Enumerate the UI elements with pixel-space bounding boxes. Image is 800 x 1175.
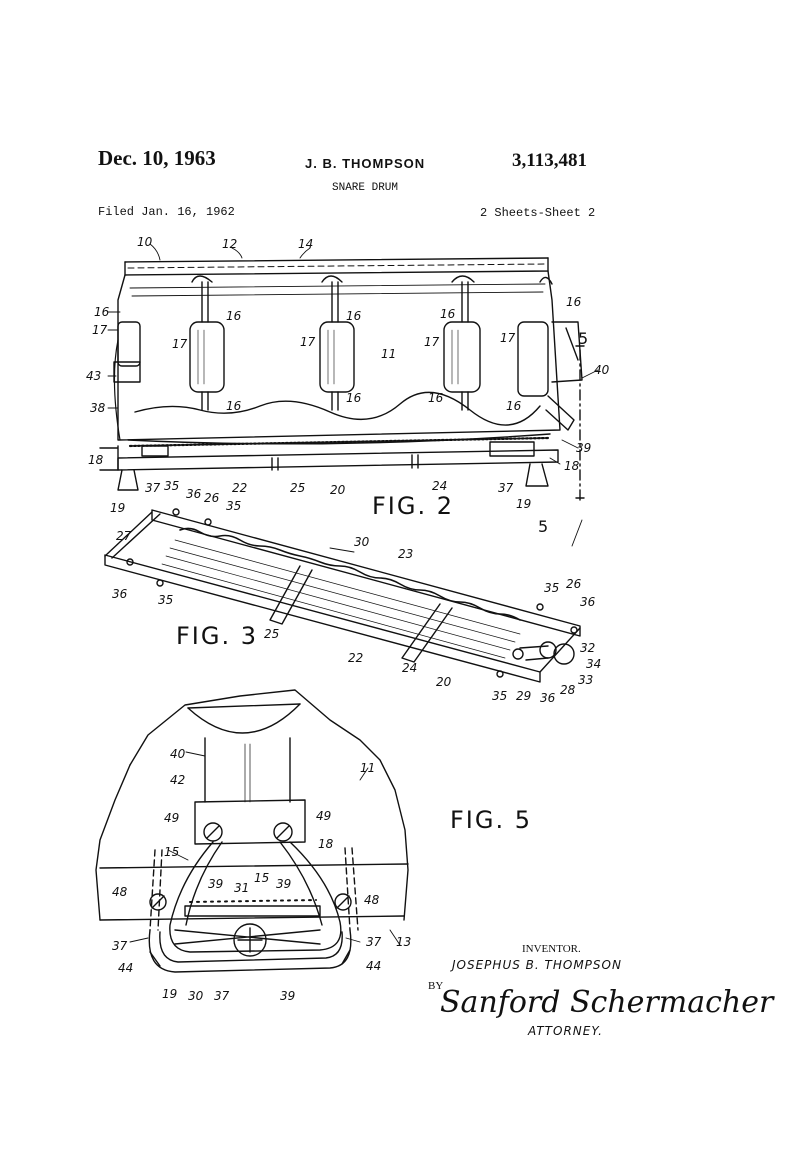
svg-text:37: 37 <box>214 989 230 1003</box>
svg-text:37: 37 <box>366 935 382 949</box>
svg-text:16: 16 <box>346 391 362 405</box>
svg-text:26: 26 <box>566 577 582 591</box>
svg-text:19: 19 <box>516 497 531 511</box>
svg-text:39: 39 <box>576 441 591 455</box>
svg-text:36: 36 <box>540 691 556 705</box>
svg-text:36: 36 <box>112 587 128 601</box>
svg-text:10: 10 <box>137 235 153 249</box>
svg-text:43: 43 <box>86 369 101 383</box>
svg-text:44: 44 <box>118 961 133 975</box>
svg-text:17: 17 <box>300 335 316 349</box>
svg-text:22: 22 <box>232 481 247 495</box>
svg-text:31: 31 <box>234 881 249 895</box>
svg-text:11: 11 <box>360 761 375 775</box>
svg-text:24: 24 <box>432 479 447 493</box>
svg-text:25: 25 <box>264 627 279 641</box>
svg-text:42: 42 <box>170 773 185 787</box>
svg-text:20: 20 <box>330 483 346 497</box>
svg-text:36: 36 <box>580 595 596 609</box>
svg-text:33: 33 <box>578 673 593 687</box>
svg-text:18: 18 <box>564 459 580 473</box>
svg-text:26: 26 <box>204 491 220 505</box>
svg-text:35: 35 <box>492 689 507 703</box>
svg-text:16: 16 <box>226 309 242 323</box>
svg-text:39: 39 <box>280 989 295 1003</box>
svg-text:12: 12 <box>222 237 237 251</box>
svg-text:23: 23 <box>398 547 413 561</box>
svg-text:16: 16 <box>226 399 242 413</box>
svg-text:48: 48 <box>112 885 128 899</box>
svg-text:5: 5 <box>578 329 588 348</box>
svg-text:14: 14 <box>298 237 313 251</box>
svg-text:17: 17 <box>424 335 440 349</box>
svg-text:18: 18 <box>88 453 104 467</box>
svg-text:37: 37 <box>145 481 161 495</box>
svg-text:39: 39 <box>208 877 223 891</box>
svg-text:17: 17 <box>500 331 516 345</box>
fig2-drawing <box>100 258 584 500</box>
svg-text:39: 39 <box>276 877 291 891</box>
svg-text:37: 37 <box>112 939 128 953</box>
fig5-label: FIG. 5 <box>450 806 532 834</box>
svg-text:49: 49 <box>164 811 179 825</box>
svg-text:22: 22 <box>348 651 363 665</box>
svg-text:24: 24 <box>402 661 417 675</box>
svg-text:44: 44 <box>366 959 381 973</box>
inventor-label: INVENTOR. <box>522 943 581 955</box>
svg-text:16: 16 <box>428 391 444 405</box>
svg-text:36: 36 <box>186 487 202 501</box>
svg-text:40: 40 <box>170 747 186 761</box>
svg-text:34: 34 <box>586 657 601 671</box>
svg-text:16: 16 <box>506 399 522 413</box>
fig3-drawing <box>105 509 580 682</box>
svg-text:16: 16 <box>440 307 456 321</box>
svg-text:11: 11 <box>381 347 396 361</box>
svg-text:25: 25 <box>290 481 305 495</box>
svg-text:40: 40 <box>594 363 610 377</box>
svg-text:5: 5 <box>538 517 548 536</box>
svg-text:29: 29 <box>516 689 531 703</box>
svg-text:38: 38 <box>90 401 106 415</box>
fig3-label: FIG. 3 <box>176 622 258 650</box>
svg-text:48: 48 <box>364 893 380 907</box>
svg-text:13: 13 <box>396 935 411 949</box>
svg-text:17: 17 <box>172 337 188 351</box>
fig5-drawing <box>96 690 408 972</box>
svg-text:16: 16 <box>94 305 110 319</box>
svg-text:32: 32 <box>580 641 595 655</box>
svg-text:35: 35 <box>164 479 179 493</box>
svg-text:35: 35 <box>158 593 173 607</box>
svg-text:20: 20 <box>436 675 452 689</box>
svg-text:49: 49 <box>316 809 331 823</box>
attorney-signature: Sanford Schermacher <box>440 985 773 1020</box>
svg-text:15: 15 <box>164 845 179 859</box>
svg-text:17: 17 <box>92 323 108 337</box>
svg-text:37: 37 <box>498 481 514 495</box>
svg-text:35: 35 <box>544 581 559 595</box>
svg-text:30: 30 <box>354 535 370 549</box>
svg-text:35: 35 <box>226 499 241 513</box>
svg-text:16: 16 <box>566 295 582 309</box>
svg-text:19: 19 <box>110 501 125 515</box>
fig2-label: FIG. 2 <box>372 492 454 520</box>
svg-text:28: 28 <box>560 683 576 697</box>
attorney-label: ATTORNEY. <box>528 1024 603 1038</box>
inventor-name: JOSEPHUS B. THOMPSON <box>452 958 622 972</box>
svg-text:16: 16 <box>346 309 362 323</box>
svg-text:27: 27 <box>116 529 132 543</box>
svg-text:18: 18 <box>318 837 334 851</box>
svg-text:19: 19 <box>162 987 177 1001</box>
svg-text:30: 30 <box>188 989 204 1003</box>
svg-text:15: 15 <box>254 871 269 885</box>
